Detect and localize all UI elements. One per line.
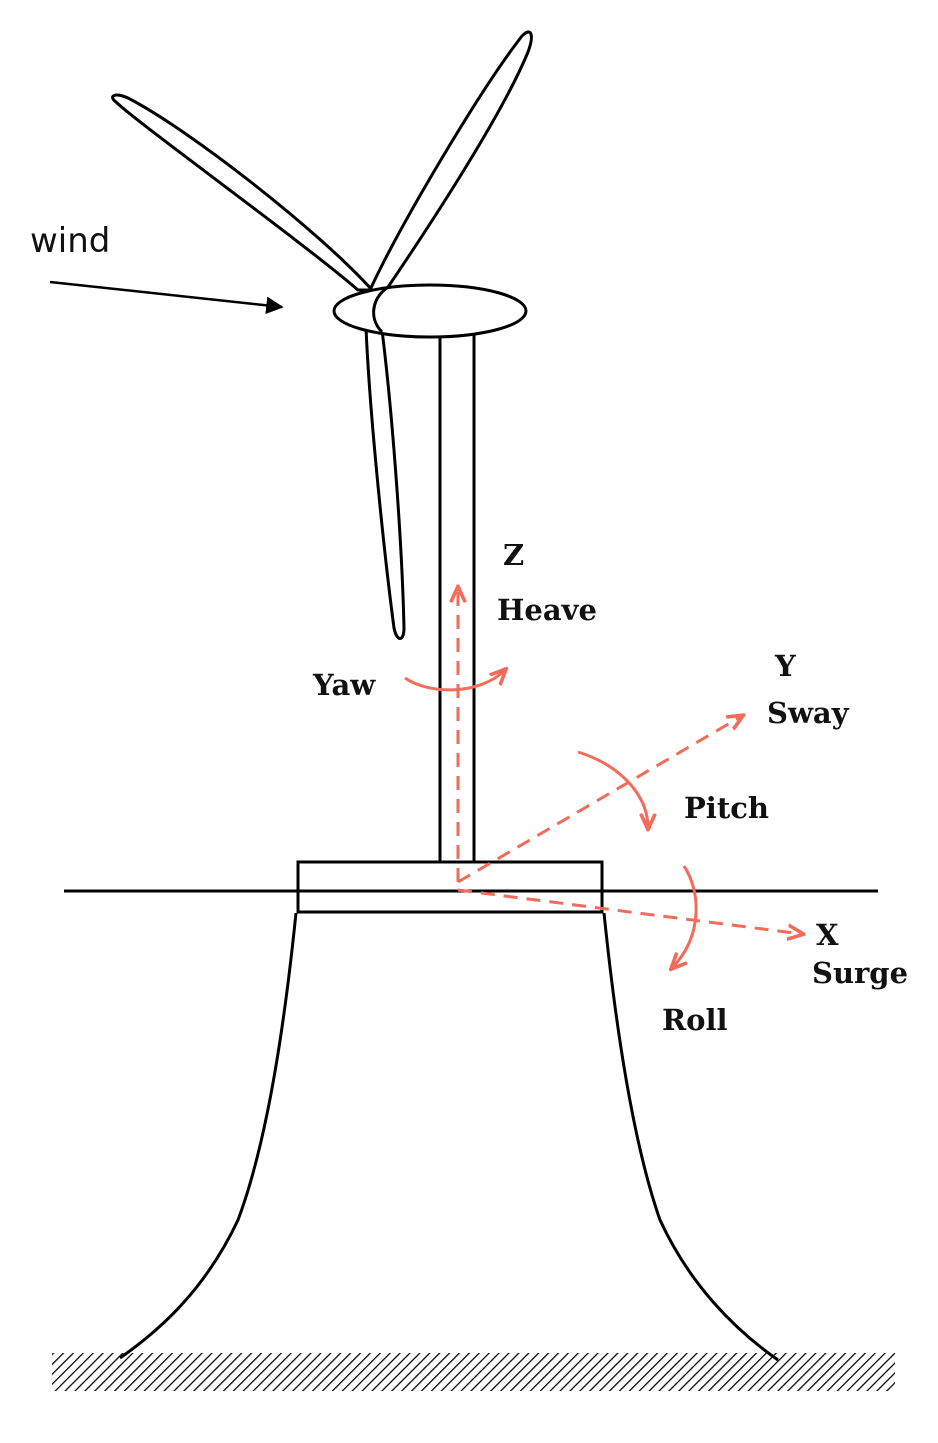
z-axis-label: Z xyxy=(503,538,524,572)
yaw-label: Yaw xyxy=(312,668,376,702)
wind-label: wind xyxy=(30,221,110,261)
sway-axis-arrow xyxy=(457,716,742,884)
platform xyxy=(296,860,604,914)
blade-lower xyxy=(364,326,406,640)
y-axis-label: Y xyxy=(774,649,796,683)
seabed-hatch xyxy=(52,1353,895,1391)
surge-axis-arrow xyxy=(457,888,802,934)
pitch-rotation-arrow xyxy=(577,750,648,828)
surge-label: Surge xyxy=(812,956,908,990)
heave-label: Heave xyxy=(497,593,597,627)
blade-upper-left xyxy=(111,93,376,292)
hub-line xyxy=(372,285,389,334)
foundation-left-edge xyxy=(119,912,298,1360)
nacelle xyxy=(332,283,528,339)
sway-label: Sway xyxy=(767,696,850,730)
blade-upper-right xyxy=(367,30,533,292)
wind-arrow xyxy=(49,280,284,315)
yaw-rotation-arrow xyxy=(404,670,505,692)
foundation-right-edge xyxy=(602,912,779,1362)
roll-label: Roll xyxy=(662,1003,727,1037)
roll-rotation-arrow xyxy=(672,865,698,968)
pitch-label: Pitch xyxy=(684,791,769,825)
x-axis-label: X xyxy=(816,918,839,952)
